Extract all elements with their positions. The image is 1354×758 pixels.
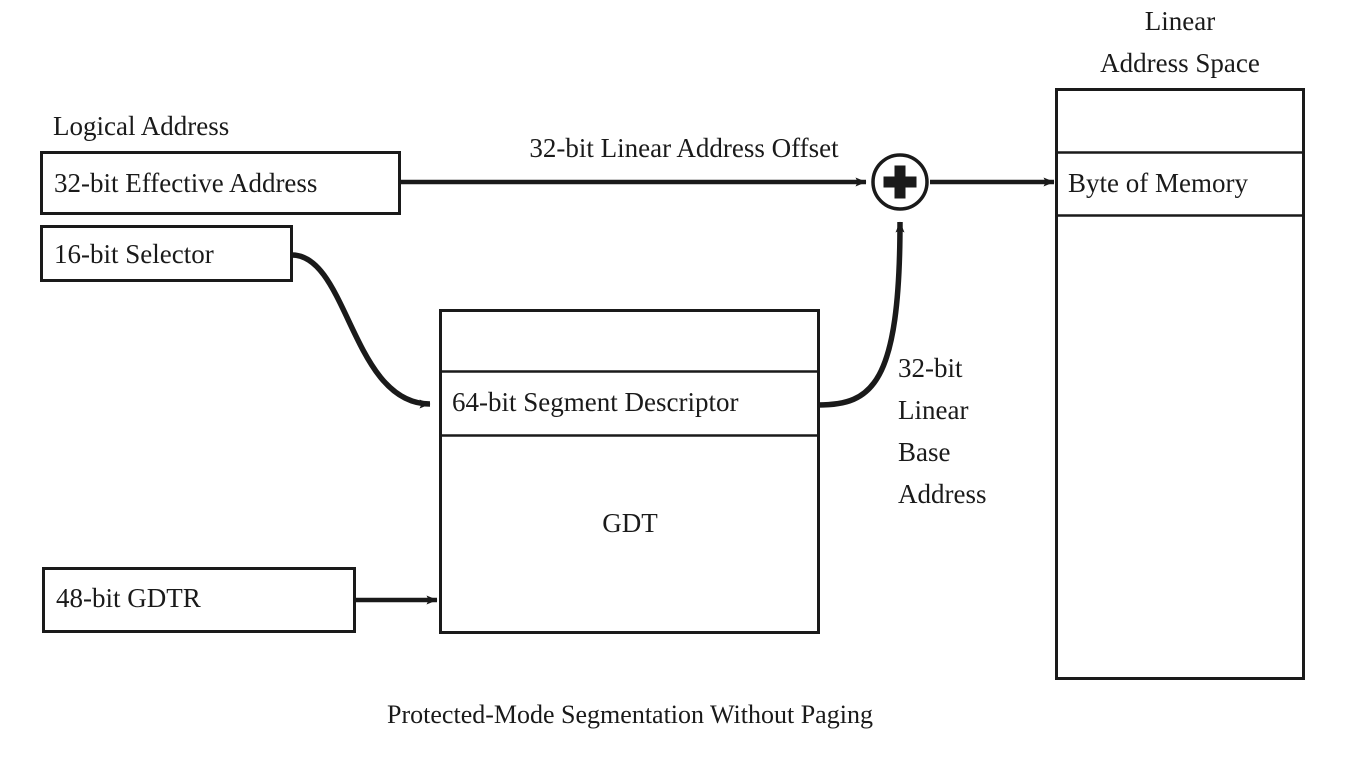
gdt-box <box>439 309 820 634</box>
figure-caption: Protected-Mode Segmentation Without Pagi… <box>387 700 873 729</box>
segment-descriptor-label: 64-bit Segment Descriptor <box>452 387 739 417</box>
logical-address-label: Logical Address <box>53 111 230 141</box>
selector-to-descriptor-arrow <box>291 252 431 409</box>
descriptor-to-adder-arrow <box>817 221 905 408</box>
selector-label: 16-bit Selector <box>54 239 214 269</box>
plus-circle-icon <box>871 153 929 211</box>
base-address-label-line2: Linear <box>898 395 969 425</box>
byte-of-memory-label: Byte of Memory <box>1068 168 1248 198</box>
gdtr-label: 48-bit GDTR <box>56 583 201 613</box>
effective-address-label: 32-bit Effective Address <box>54 168 318 198</box>
plus-horizontal-bar <box>883 176 917 188</box>
base-address-label-line1: 32-bit <box>898 353 963 383</box>
gdt-label: GDT <box>602 508 658 538</box>
linear-address-space-title-line1: Linear <box>1144 6 1216 36</box>
offset-arrow-label: 32-bit Linear Address Offset <box>529 133 839 163</box>
base-address-label-line4: Address <box>898 479 987 509</box>
linear-address-space-title-line2: Address Space <box>1100 48 1260 78</box>
plus-vertical-bar <box>894 165 906 199</box>
base-address-label-line3: Base <box>898 437 951 467</box>
